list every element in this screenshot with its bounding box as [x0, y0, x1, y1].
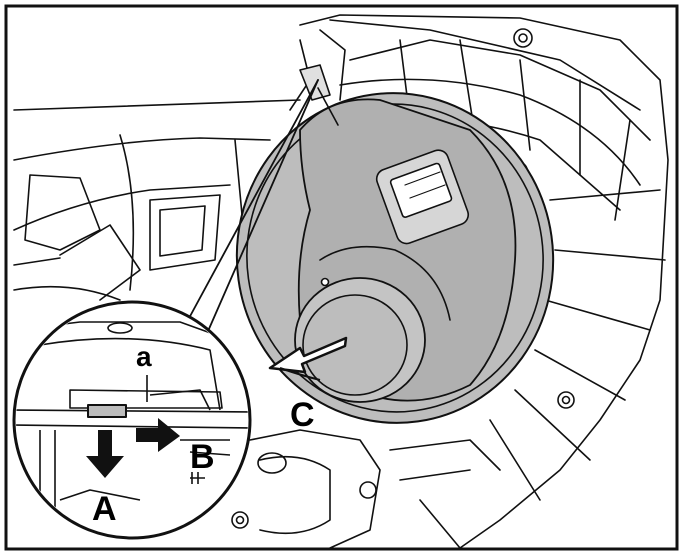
arrow-down-icon [86, 430, 124, 478]
label-a: a [136, 341, 152, 372]
callout-lines [187, 79, 319, 339]
blower-housing [289, 14, 669, 549]
label-B: B [190, 438, 215, 476]
label-A: A [92, 490, 117, 528]
label-C: C [290, 396, 315, 434]
lower-housing [231, 429, 501, 549]
arrow-down-left-icon [268, 336, 348, 381]
blower-motor [235, 64, 555, 424]
arrow-right-icon [136, 418, 180, 452]
